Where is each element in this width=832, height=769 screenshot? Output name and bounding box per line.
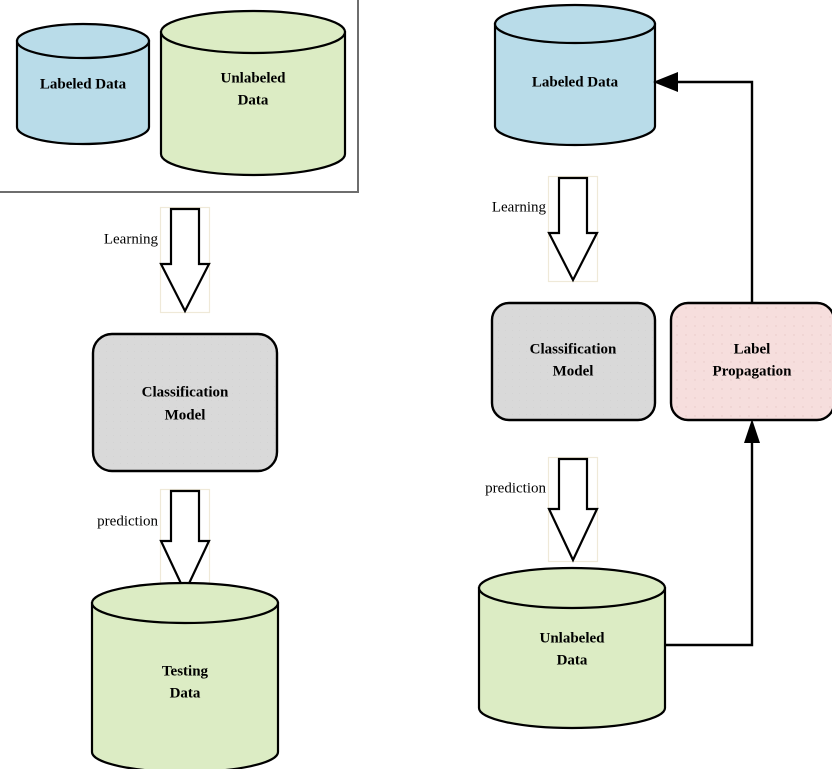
learning-arrow-2: Learning [492,175,599,283]
unlabeled-data-label-line1: Unlabeled [220,70,286,86]
unlabeled-data-2-label-line2: Data [557,652,588,668]
unlabeled-data-2-cylinder: Unlabeled Data [477,566,667,730]
connector-arrowhead-left [653,72,678,92]
labeled-data-cylinder: Labeled Data [15,22,151,146]
learning-arrow: Learning [104,206,211,314]
classification-model-label-line2: Model [165,407,206,423]
testing-data-label-line2: Data [170,685,201,701]
classification-model-2-box: Classification Model [490,301,657,422]
learning-arrow-2-label: Learning [492,199,547,215]
learning-arrow-label: Learning [104,231,159,247]
unlabeled-data-cylinder: Unlabeled Data [159,9,347,177]
testing-data-cylinder: Testing Data [90,581,280,769]
prediction-arrow-2: prediction [485,456,599,563]
classification-model-2-label-line1: Classification [530,341,617,357]
unlabeled-data-label-line2: Data [238,92,269,108]
testing-data-label-line1: Testing [162,663,209,679]
prediction-arrow: prediction [97,488,211,595]
classification-model-box: Classification Model [91,332,279,473]
labeled-data-2-label: Labeled Data [532,74,619,90]
classification-model-2-label-line2: Model [553,363,594,379]
label-propagation-label-line2: Propagation [713,363,793,379]
training-set-group [0,0,359,193]
label-propagation-label-line1: Label [734,341,771,357]
propagation-to-labeled-connector [653,72,754,303]
connector-arrowhead-up [744,419,760,443]
unlabeled-to-propagation-connector [665,419,760,647]
prediction-arrow-2-label: prediction [485,480,546,496]
labeled-data-label: Labeled Data [40,76,127,92]
classification-model-label-line1: Classification [142,384,229,400]
label-propagation-box: Label Propagation [669,301,832,422]
labeled-data-2-cylinder: Labeled Data [493,3,657,147]
prediction-arrow-label: prediction [97,513,158,529]
unlabeled-data-2-label-line1: Unlabeled [539,630,605,646]
